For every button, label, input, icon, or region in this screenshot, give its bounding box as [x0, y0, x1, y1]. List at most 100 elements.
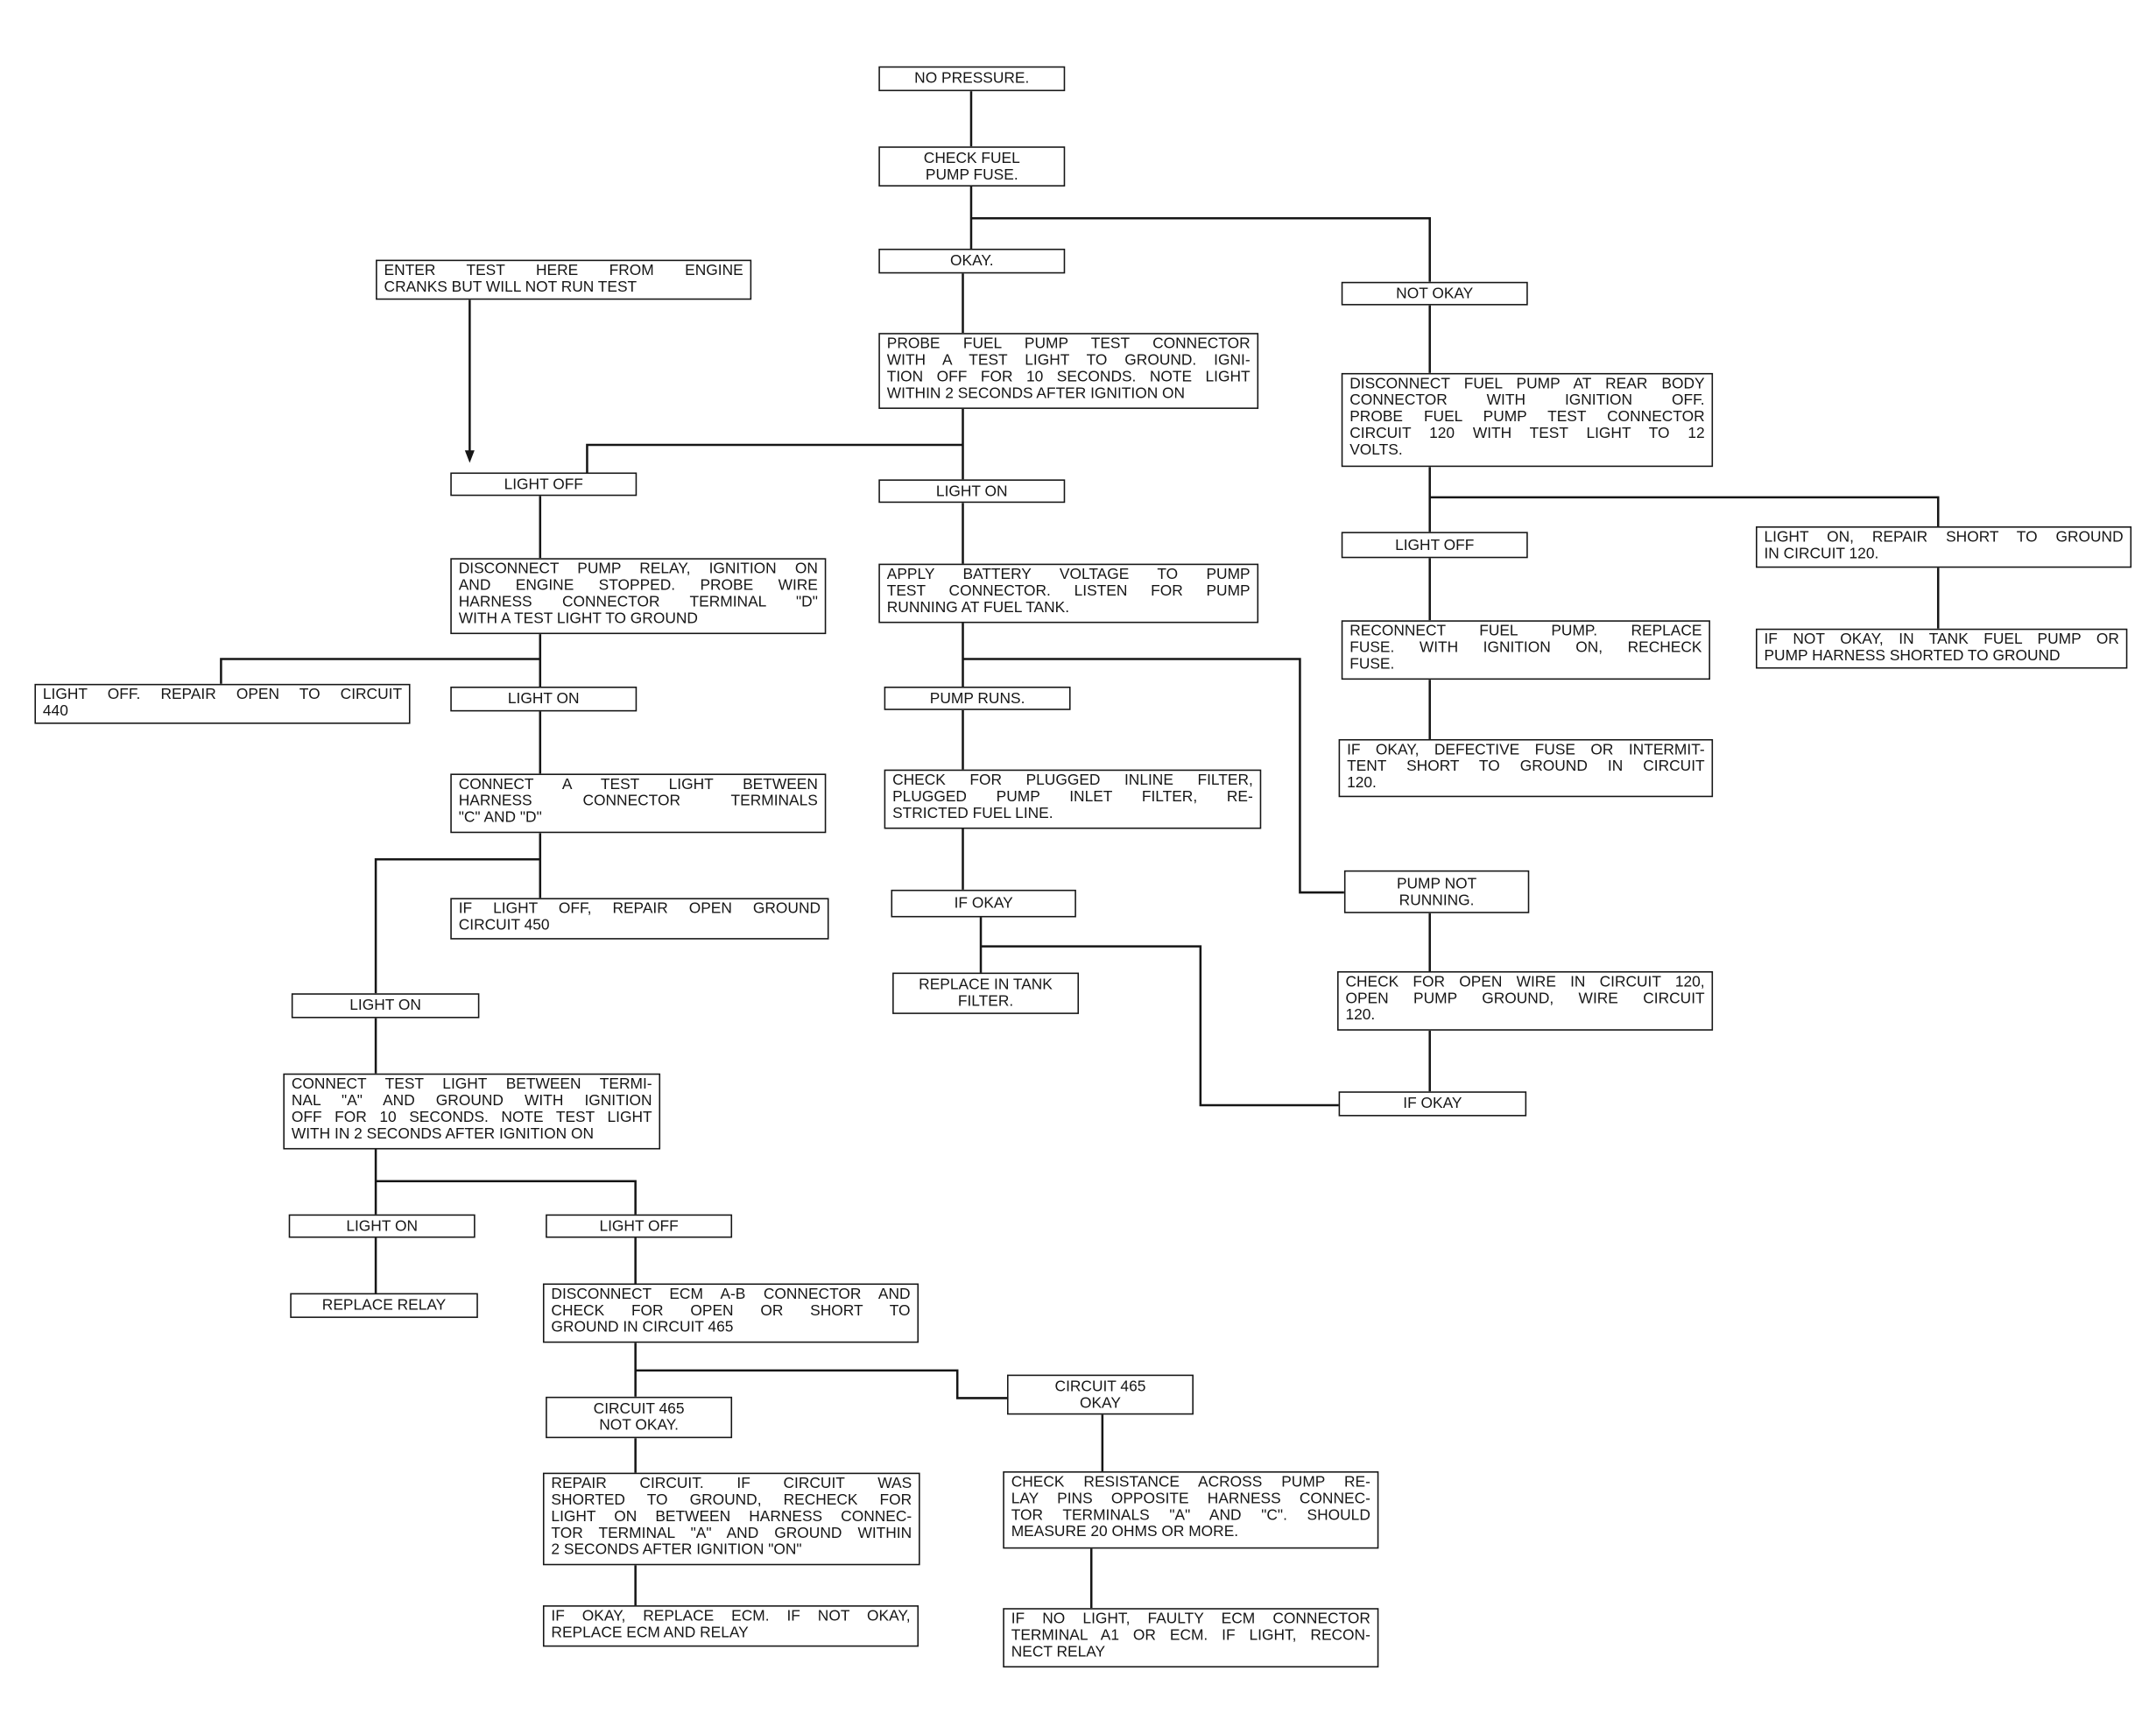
text-line: REPLACE ECM AND RELAY [551, 1625, 749, 1642]
text-line: TERMINAL A1 OR ECM. IF LIGHT, RECON- [1011, 1627, 1370, 1645]
connector-apply-battery-to-pump-not-running [962, 658, 1344, 894]
text-line: NECT RELAY [1011, 1644, 1106, 1661]
connector-if-okay-to-if-okay-open-wire [981, 945, 1339, 1107]
connector-disconnect-relay-to-light-off-440 [220, 658, 540, 684]
text-line: 120. [1347, 774, 1377, 792]
text-line: DISCONNECT ECM A-B CONNECTOR AND [551, 1286, 911, 1303]
text-line: TOR TERMINAL "A" AND GROUND WITHIN [551, 1525, 912, 1542]
text-line: PROBE FUEL PUMP TEST CONNECTOR [886, 335, 1251, 353]
text-line: CHECK RESISTANCE ACROSS PUMP RE- [1011, 1474, 1370, 1491]
text-line: TOR TERMINALS "A" AND "C". SHOULD [1011, 1507, 1370, 1524]
text-line: CHECK FOR OPEN OR SHORT TO [551, 1302, 911, 1320]
text-line: IF LIGHT OFF, REPAIR OPEN GROUND [458, 900, 821, 918]
result-circuit-465-not-okay: CIRCUIT 465 NOT OKAY. [546, 1396, 733, 1439]
text-line: CONNECT A TEST LIGHT BETWEEN [458, 776, 818, 793]
text-line: WITHIN 2 SECONDS AFTER IGNITION ON [886, 385, 1186, 403]
text-line: SHORTED TO GROUND, RECHECK FOR [551, 1491, 912, 1509]
text-line: CHECK FOR PLUGGED INLINE FILTER, [892, 772, 1253, 789]
text-line: APPLY BATTERY VOLTAGE TO PUMP [886, 566, 1251, 583]
text-line: IF NO LIGHT, FAULTY ECM CONNECTOR [1011, 1611, 1370, 1628]
text-line: NAL "A" AND GROUND WITH IGNITION [291, 1092, 652, 1110]
text-line: ENTER TEST HERE FROM ENGINE [384, 262, 743, 279]
text-line: REPAIR CIRCUIT. IF CIRCUIT WAS [551, 1475, 912, 1492]
connector-check-fuse-to-not-okay [970, 216, 1431, 282]
text-line: CONNECTOR WITH IGNITION OFF. [1349, 392, 1705, 409]
action-replace-ecm: IF OKAY, REPLACE ECM. IF NOT OKAY,REPLAC… [542, 1605, 919, 1647]
step-check-open-wire: CHECK FOR OPEN WIRE IN CIRCUIT 120,OPEN … [1337, 970, 1714, 1031]
result-circuit-465-okay: CIRCUIT 465 OKAY [1006, 1374, 1194, 1415]
step-check-plugged-filter: CHECK FOR PLUGGED INLINE FILTER,PLUGGED … [884, 769, 1262, 829]
step-check-fuel-pump-fuse: CHECK FUEL PUMP FUSE. [878, 146, 1066, 187]
result-light-on-terminal-a: LIGHT ON [288, 1214, 476, 1238]
text-line: OPEN PUMP GROUND, WIRE CIRCUIT [1345, 990, 1705, 1007]
text-line: WITH A TEST LIGHT TO GROUND. IGNI- [886, 352, 1251, 370]
text-line: PROBE FUEL PUMP TEST CONNECTOR [1349, 408, 1705, 426]
result-light-off-circuit-120: LIGHT OFF [1341, 532, 1528, 559]
text-line: RUNNING AT FUEL TANK. [886, 599, 1070, 617]
text-line: CIRCUIT 120 WITH TEST LIGHT TO 12 [1349, 425, 1705, 442]
result-okay: OKAY. [878, 248, 1066, 274]
text-line: GROUND IN CIRCUIT 465 [551, 1319, 734, 1336]
text-line: LIGHT ON BETWEEN HARNESS CONNEC- [551, 1508, 912, 1526]
text-line: PUMP HARNESS SHORTED TO GROUND [1764, 647, 2061, 665]
text-line: IF OKAY, DEFECTIVE FUSE OR INTERMIT- [1347, 742, 1705, 759]
text-line: DISCONNECT PUMP RELAY, IGNITION ON [458, 560, 818, 578]
text-line: TEST CONNECTOR. LISTEN FOR PUMP [886, 582, 1251, 600]
result-pump-not-running: PUMP NOT RUNNING. [1343, 870, 1530, 913]
text-line: TENT SHORT TO GROUND IN CIRCUIT [1347, 758, 1705, 775]
result-light-off: LIGHT OFF [450, 472, 638, 497]
text-line: CIRCUIT 450 [458, 917, 550, 934]
connector-probe-to-light-off [586, 443, 963, 473]
text-line: DISCONNECT FUEL PUMP AT REAR BODY [1349, 376, 1705, 393]
action-replace-in-tank-filter: REPLACE IN TANK FILTER. [892, 972, 1080, 1014]
text-line: OFF FOR 10 SECONDS. NOTE TEST LIGHT [291, 1109, 652, 1126]
result-if-okay-filter: IF OKAY [891, 889, 1076, 918]
text-line: RECONNECT FUEL PUMP. REPLACE [1349, 623, 1702, 640]
text-line: WITH IN 2 SECONDS AFTER IGNITION ON [291, 1125, 595, 1143]
result-light-on-terminals-c-d: LIGHT ON [291, 993, 480, 1019]
action-defective-fuse: IF OKAY, DEFECTIVE FUSE OR INTERMIT-TENT… [1338, 738, 1714, 798]
text-line: CRANKS BUT WILL NOT RUN TEST [384, 278, 638, 296]
result-light-on-terminal-d: LIGHT ON [450, 687, 638, 712]
text-line: 440 [42, 702, 68, 720]
text-line: 2 SECONDS AFTER IGNITION "ON" [551, 1541, 802, 1559]
text-line: IN CIRCUIT 120. [1764, 546, 1879, 563]
text-line: CONNECT TEST LIGHT BETWEEN TERMI- [291, 1075, 652, 1093]
arrowhead-enter-test [464, 450, 475, 463]
result-light-on: LIGHT ON [878, 479, 1066, 504]
text-line: 120. [1345, 1006, 1376, 1024]
text-line: LIGHT ON, REPAIR SHORT TO GROUND [1764, 529, 2124, 546]
connector-connect-terminal-a-to-light-off [376, 1180, 637, 1215]
text-line: AND ENGINE STOPPED. PROBE WIRE [458, 577, 818, 595]
step-check-resistance: CHECK RESISTANCE ACROSS PUMP RE-LAY PINS… [1003, 1471, 1379, 1549]
result-light-off-terminal-a: LIGHT OFF [546, 1214, 733, 1238]
text-line: HARNESS CONNECTOR TERMINALS [458, 793, 818, 810]
action-replace-relay: REPLACE RELAY [290, 1293, 478, 1318]
text-line: IF NOT OKAY, IN TANK FUEL PUMP OR [1764, 631, 2119, 648]
result-not-okay: NOT OKAY [1341, 281, 1528, 306]
text-line: VOLTS. [1349, 441, 1403, 459]
connector-connect-c-d-to-light-on [374, 857, 540, 994]
text-line: LAY PINS OPPOSITE HARNESS CONNEC- [1011, 1491, 1370, 1508]
text-line: PLUGGED PUMP INLET FILTER, RE- [892, 788, 1253, 806]
text-line: MEASURE 20 OHMS OR MORE. [1011, 1523, 1239, 1540]
text-line: FUSE. WITH IGNITION ON, RECHECK [1349, 639, 1702, 657]
connector-disconnect-fuel-pump-to-light-on-repair [1429, 496, 1940, 527]
step-no-pressure: NO PRESSURE. [878, 66, 1066, 92]
text-line: "C" AND "D" [458, 809, 542, 827]
text-line: HARNESS CONNECTOR TERMINAL "D" [458, 594, 818, 611]
connector-disconnect-ecm-to-circuit-okay [635, 1369, 1007, 1399]
text-line: WITH A TEST LIGHT TO GROUND [458, 610, 698, 628]
